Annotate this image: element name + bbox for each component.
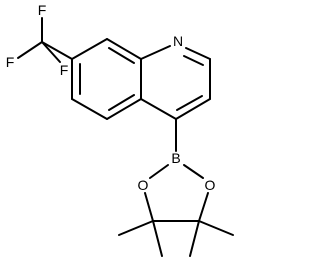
- bond-c7-c8: [71, 38, 108, 60]
- bond-methyl-1: [118, 220, 154, 236]
- bond-cf3-f-lower: [41, 41, 61, 63]
- double-bond-c8-c8a: [108, 47, 135, 64]
- bond-b-o-left: [149, 164, 169, 179]
- bond-cf3-f-left: [17, 41, 43, 59]
- bond-b-o-right: [183, 164, 204, 179]
- bond-c3-c4: [175, 98, 211, 120]
- atom-label-b: B: [171, 150, 180, 166]
- bond-c5-c6: [71, 98, 108, 120]
- atom-label-f-lower: F: [60, 62, 69, 78]
- bond-methyl-3: [198, 220, 234, 236]
- bond-c4-c4a: [140, 98, 177, 120]
- bond-methyl-4: [189, 220, 200, 257]
- bond-n1-c2: [185, 47, 211, 60]
- bond-cf3-c7: [41, 41, 73, 60]
- bond-o-right-c: [198, 192, 209, 222]
- bond-lines: [17, 17, 234, 257]
- atom-label-n1: N: [173, 33, 183, 49]
- bond-c8a-n1: [140, 45, 171, 60]
- bond-methyl-2: [152, 220, 163, 257]
- atom-labels: N B O O F F F: [6, 2, 216, 193]
- bond-c8-c8a: [106, 38, 142, 60]
- double-bond-n1-c2: [183, 55, 204, 66]
- atom-label-o-left: O: [138, 177, 149, 193]
- atom-label-f-top: F: [38, 2, 47, 18]
- atom-label-f-left: F: [6, 54, 15, 70]
- bond-o-left-c: [144, 192, 154, 222]
- molecule-structure: N B O O F F F: [6, 2, 234, 257]
- bond-c4a-c5: [106, 98, 142, 120]
- double-bond-c3-c4: [176, 95, 203, 111]
- double-bond-c4a-c5: [108, 94, 135, 111]
- atom-label-o-right: O: [205, 177, 216, 193]
